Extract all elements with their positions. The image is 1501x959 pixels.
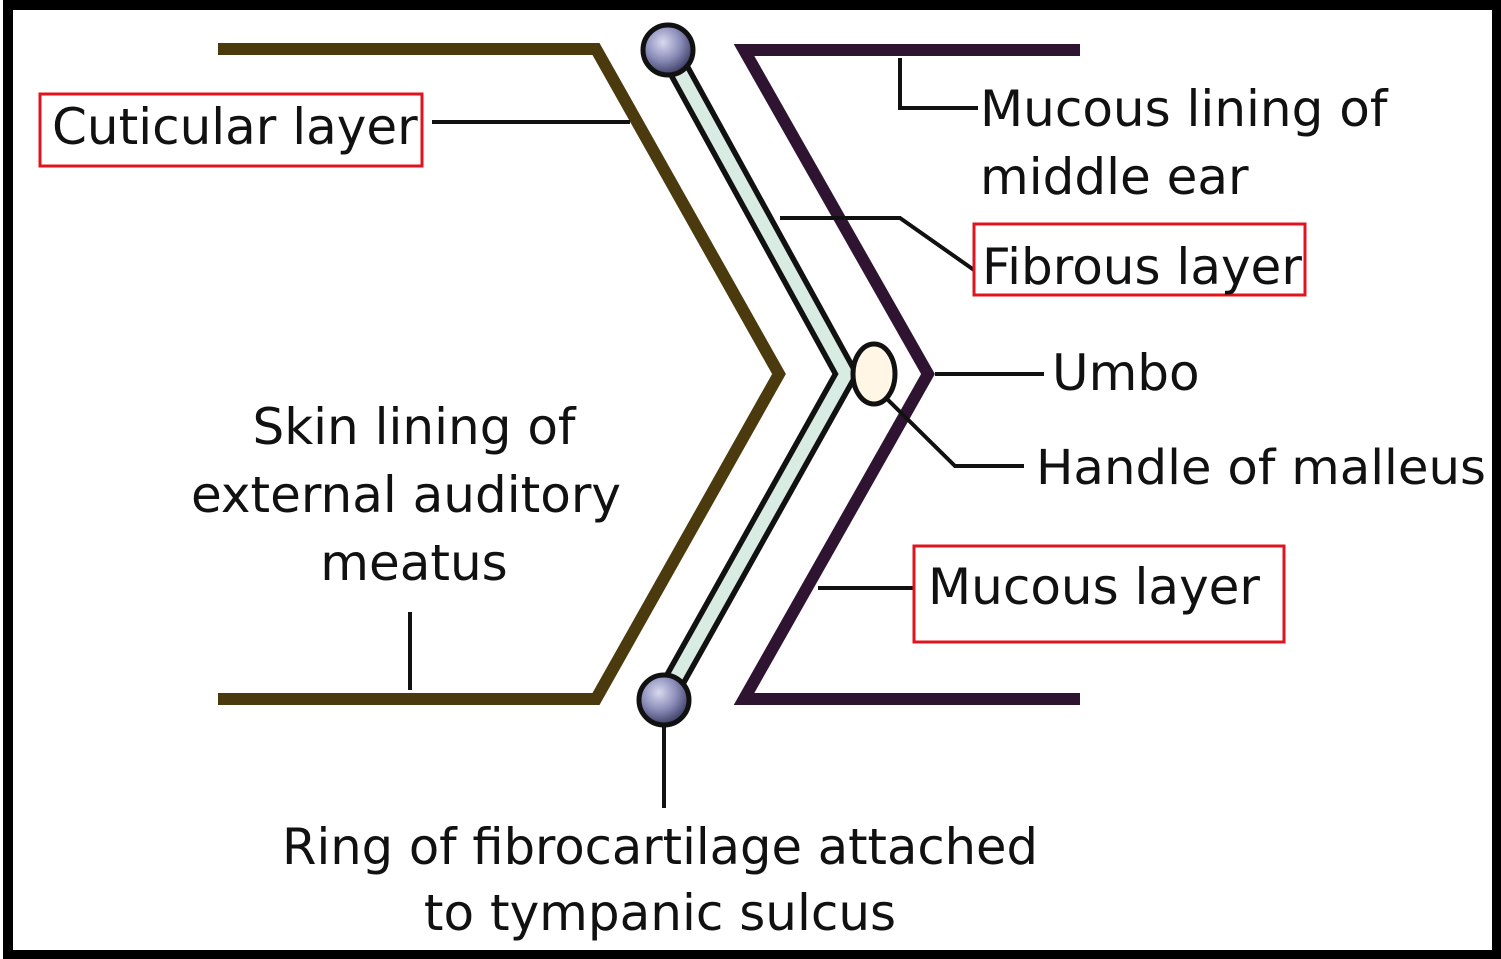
umbo-handle-of-malleus [853,344,895,404]
label-umbo: Umbo [1052,344,1200,402]
label-handle-of-malleus: Handle of malleus [1036,440,1486,496]
label-fibrous-layer: Fibrous layer [982,238,1302,296]
label-mucous-lining-line1: Mucous lining of [980,80,1389,138]
label-ring-line2: to tympanic sulcus [424,884,896,942]
label-mucous-layer: Mucous layer [928,558,1260,616]
label-cuticular-layer: Cuticular layer [52,98,418,156]
label-skin-lining-line2: external auditory [191,466,621,524]
ring-bottom-node [639,675,689,725]
label-mucous-lining-line2: middle ear [980,148,1249,206]
label-ring-line1: Ring of fibrocartilage attached [282,818,1038,876]
ring-top-node [643,25,693,75]
label-skin-lining-line3: meatus [320,534,507,592]
label-skin-lining-line1: Skin lining of [252,398,576,456]
